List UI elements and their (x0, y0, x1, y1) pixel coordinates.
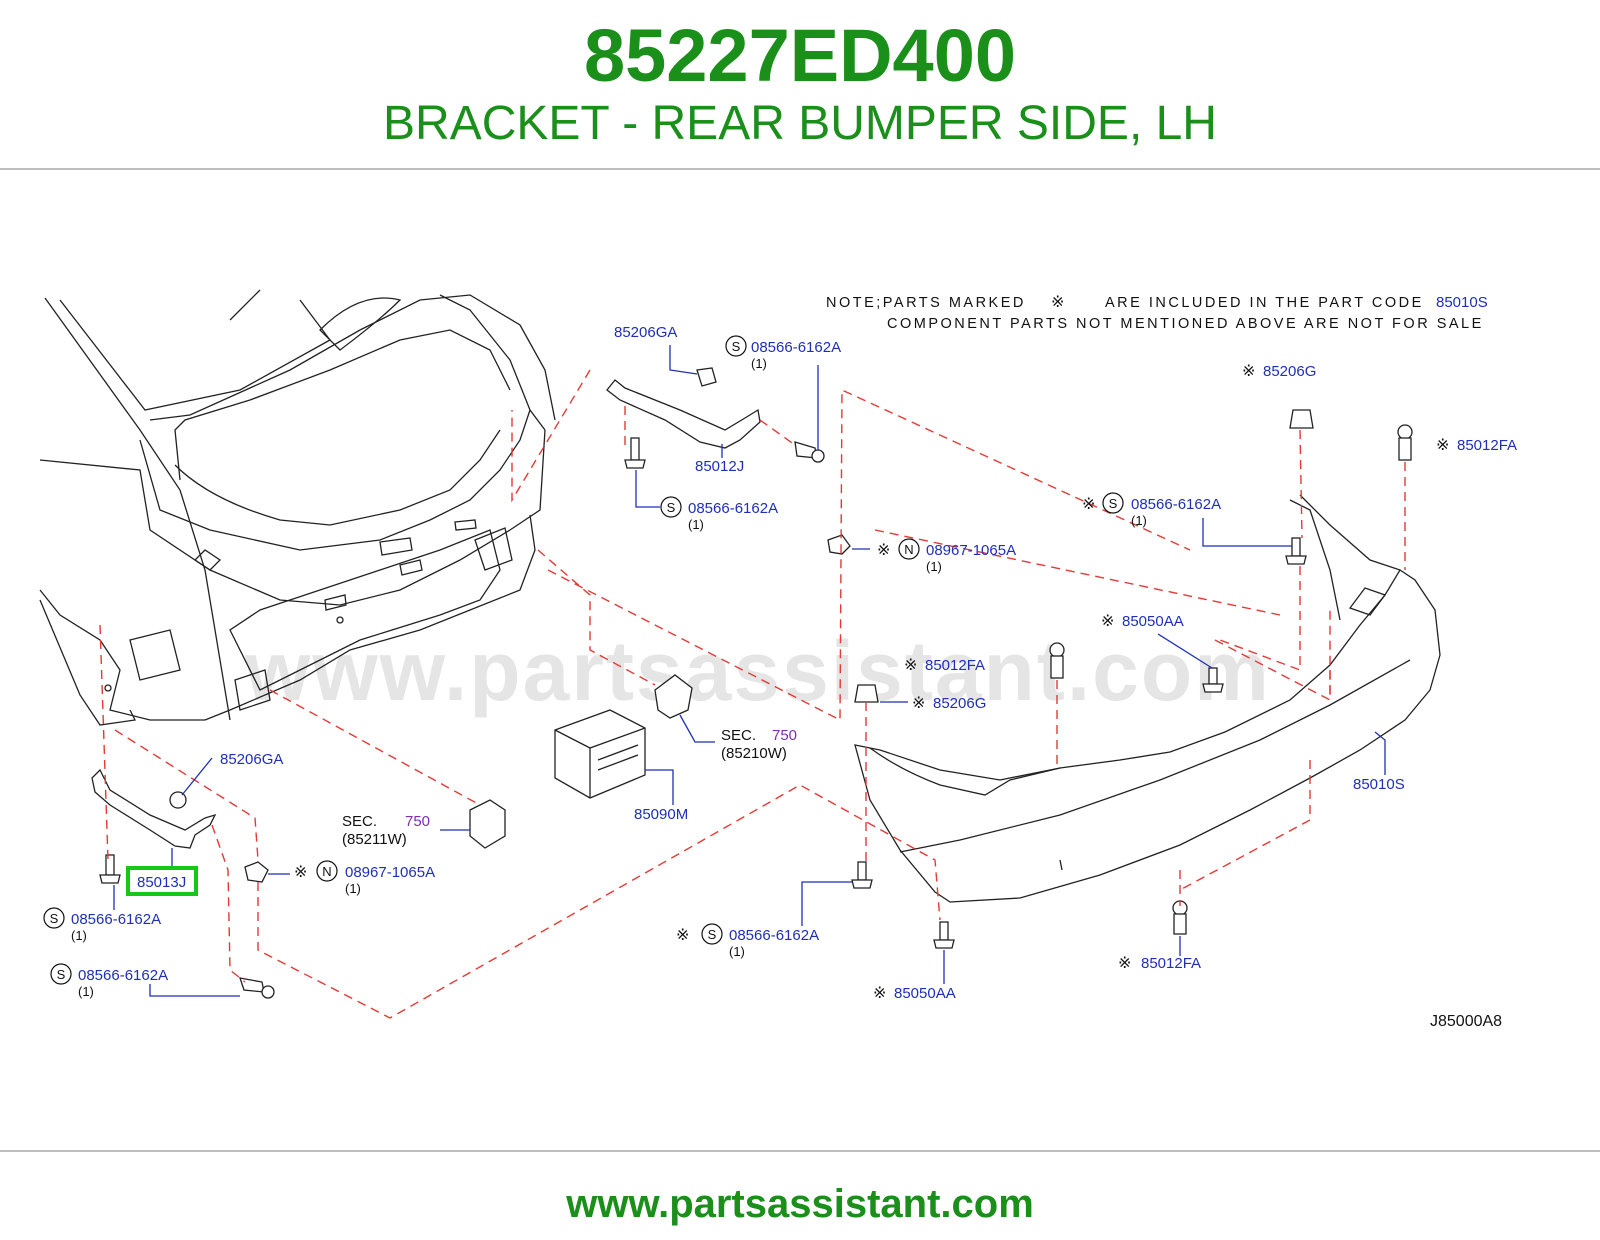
qty-5: (1) (345, 881, 361, 896)
bolt-right-upper[interactable] (1285, 537, 1307, 565)
label-08967-1065A-left[interactable]: 08967-1065A (345, 864, 435, 881)
part-name: BRACKET - REAR BUMPER SIDE, LH (383, 97, 1217, 150)
sec-ref-a: (85210W) (721, 745, 787, 762)
label-85206GA-upper[interactable]: 85206GA (614, 324, 677, 341)
label-85012FA-bottom[interactable]: 85012FA (1141, 955, 1201, 972)
prefix-n-2: N (322, 864, 331, 879)
qty-6: (1) (71, 928, 87, 943)
asterisk-08967-left: ※ (294, 864, 307, 881)
bracket-85211W[interactable] (469, 799, 506, 849)
bolt-85050AA-bottom[interactable] (933, 921, 955, 949)
clip-nut-center[interactable] (827, 534, 851, 555)
note-line-1: NOTE;PARTS MARKED (826, 295, 1026, 311)
car-body-outline (39, 289, 556, 726)
asterisk-08566-center: ※ (676, 927, 689, 944)
asterisk-08566-right: ※ (1082, 496, 1095, 513)
sec-word-b: SEC. (342, 813, 377, 830)
sec-ref-b: (85211W) (342, 831, 407, 848)
asterisk-85012FA-top: ※ (1436, 437, 1449, 454)
diagram-code: J85000A8 (1430, 1013, 1502, 1030)
sec-number-b[interactable]: 750 (405, 813, 430, 830)
prefix-s-3: S (1109, 496, 1118, 511)
box-85090M[interactable] (554, 709, 646, 799)
clip-85012FA-center[interactable] (1049, 642, 1065, 679)
note-asterisk: ※ (1051, 294, 1064, 311)
retainer-85206GA-upper[interactable] (696, 367, 717, 387)
qty-4: (1) (926, 559, 942, 574)
footer-url[interactable]: www.partsassistant.com (566, 1182, 1034, 1226)
label-08967-1065A-center[interactable]: 08967-1065A (926, 542, 1016, 559)
prefix-s-2: S (667, 500, 676, 515)
qty-3: (1) (1131, 513, 1147, 528)
asterisk-85050AA-bottom: ※ (873, 985, 886, 1002)
label-08566-6162A-left-lower[interactable]: 08566-6162A (78, 967, 168, 984)
label-85012FA-center[interactable]: 85012FA (925, 657, 985, 674)
asterisk-85012FA-bottom: ※ (1118, 955, 1131, 972)
label-85013J[interactable]: 85013J (137, 874, 186, 891)
label-85206G-center[interactable]: 85206G (933, 695, 986, 712)
note-line-1b: ARE INCLUDED IN THE PART CODE (1105, 295, 1424, 311)
note-part-code[interactable]: 85010S (1436, 294, 1488, 311)
label-85206GA-left[interactable]: 85206GA (220, 751, 283, 768)
bolt-upper-mid[interactable] (624, 437, 646, 469)
asterisk-85012FA-center: ※ (904, 657, 917, 674)
bolt-upper-right[interactable] (794, 441, 825, 463)
note-line-2: COMPONENT PARTS NOT MENTIONED ABOVE ARE … (887, 316, 1484, 332)
highlight-box (126, 866, 198, 896)
label-08566-6162A-upper-right[interactable]: 08566-6162A (751, 339, 841, 356)
asterisk-85206G-center: ※ (912, 695, 925, 712)
label-85012J[interactable]: 85012J (695, 458, 744, 475)
clip-85012FA-top-right[interactable] (1397, 424, 1413, 461)
prefix-s-5: S (708, 927, 717, 942)
prefix-n-1: N (904, 542, 913, 557)
qty-7: (1) (729, 944, 745, 959)
label-08566-6162A-left-upper[interactable]: 08566-6162A (71, 911, 161, 928)
part-number: 85227ED400 (583, 14, 1017, 97)
label-85050AA-bottom[interactable]: 85050AA (894, 985, 956, 1002)
label-08566-6162A-center[interactable]: 08566-6162A (729, 927, 819, 944)
label-85206G-top[interactable]: 85206G (1263, 363, 1316, 380)
bracket-lh-85013J[interactable] (91, 768, 217, 849)
label-85090M[interactable]: 85090M (634, 806, 688, 823)
asterisk-85050AA-right: ※ (1101, 613, 1114, 630)
asterisk-85206G-top: ※ (1242, 363, 1255, 380)
prefix-s-6: S (57, 967, 66, 982)
qty-1: (1) (751, 356, 767, 371)
parts-diagram: www.partsassistant.com (39, 289, 1517, 1030)
prefix-s-4: S (50, 911, 59, 926)
header-divider (0, 168, 1600, 170)
bracket-rh-85012J[interactable] (606, 379, 761, 449)
retainer-85206G-center[interactable] (854, 684, 879, 703)
assembly-lines (99, 369, 1406, 1019)
retainer-85206G-top[interactable] (1289, 409, 1314, 429)
clip-nut-left[interactable] (244, 861, 269, 883)
prefix-s-1: S (732, 339, 741, 354)
label-08566-6162A-upper-mid[interactable]: 08566-6162A (688, 500, 778, 517)
rear-bumper-85010S[interactable] (854, 494, 1441, 903)
sec-word-a: SEC. (721, 727, 756, 744)
bolt-center-left[interactable] (851, 861, 873, 889)
qty-2: (1) (688, 517, 704, 532)
bolt-left-lower[interactable] (239, 977, 275, 999)
header: 85227ED400 BRACKET - REAR BUMPER SIDE, L… (0, 0, 1600, 168)
qty-8: (1) (78, 984, 94, 999)
footer-divider (0, 1150, 1600, 1152)
bolt-85050AA-right[interactable] (1202, 667, 1224, 693)
watermark: www.partsassistant.com (244, 624, 1271, 718)
asterisk-08967-center: ※ (877, 542, 890, 559)
label-08566-6162A-right[interactable]: 08566-6162A (1131, 496, 1221, 513)
label-85010S[interactable]: 85010S (1353, 776, 1405, 793)
bracket-85210W[interactable] (654, 674, 693, 719)
label-85050AA-right[interactable]: 85050AA (1122, 613, 1184, 630)
sec-number-a[interactable]: 750 (772, 727, 797, 744)
bolt-left-upper[interactable] (99, 854, 121, 884)
label-85012FA-top[interactable]: 85012FA (1457, 437, 1517, 454)
